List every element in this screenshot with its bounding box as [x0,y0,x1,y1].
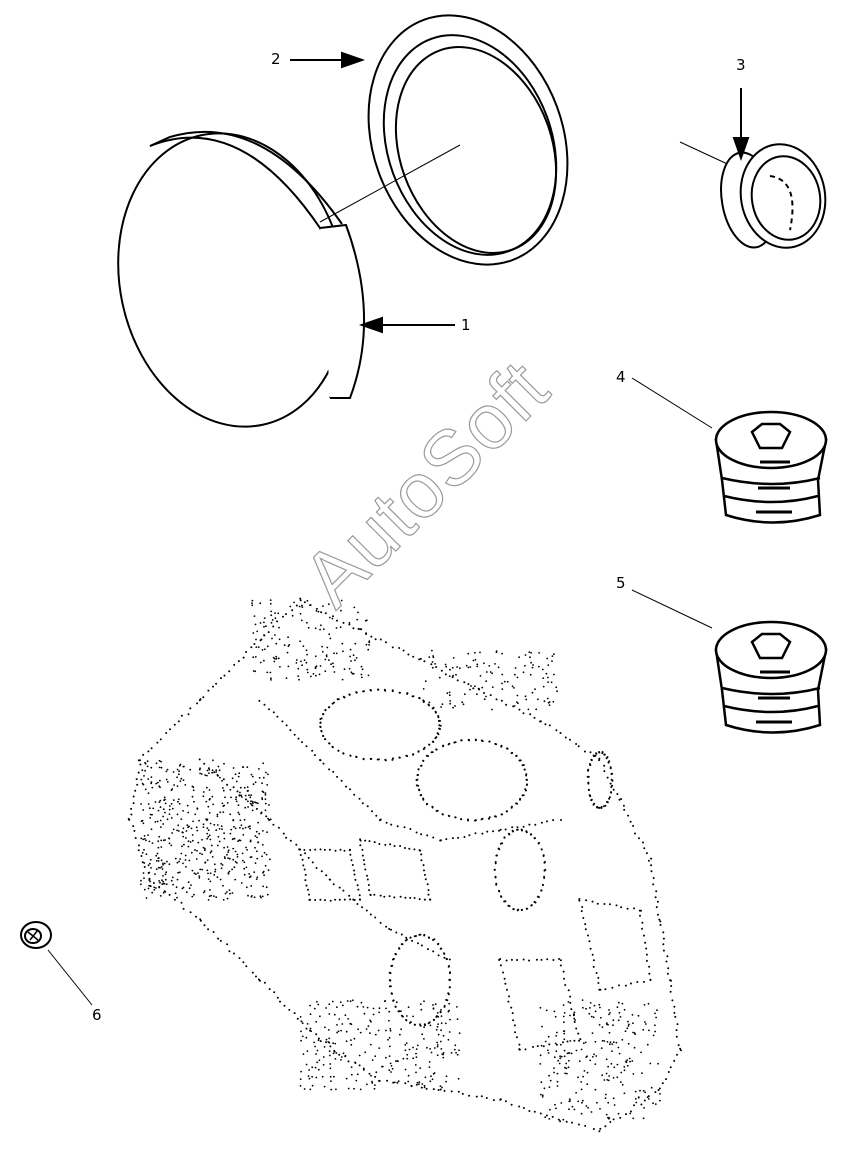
arrow-3 [732,88,750,162]
callout-4: 4 [616,368,626,386]
arrow-1 [358,316,455,334]
leader-line-4 [631,377,713,429]
leader-line-5 [631,589,713,629]
callout-5: 5 [616,574,626,592]
part-5-hex-plug [714,620,828,734]
part-2-sleeve-ring [367,14,569,266]
leader-line-6 [47,949,93,1006]
callout-6: 6 [92,1006,102,1024]
part-1-cup-plug [117,130,365,428]
part-3-small-plug [720,143,827,249]
watermark-text: AutoSoft [285,343,566,624]
callout-2: 2 [271,50,281,68]
part-6-small-plug [20,921,52,949]
engine-block-dotted-outline [127,597,682,1133]
leader-line-1-2 [319,144,461,223]
callout-3: 3 [736,56,746,74]
arrow-2 [290,51,366,69]
part-4-hex-plug [714,410,828,524]
callout-1: 1 [461,316,471,334]
